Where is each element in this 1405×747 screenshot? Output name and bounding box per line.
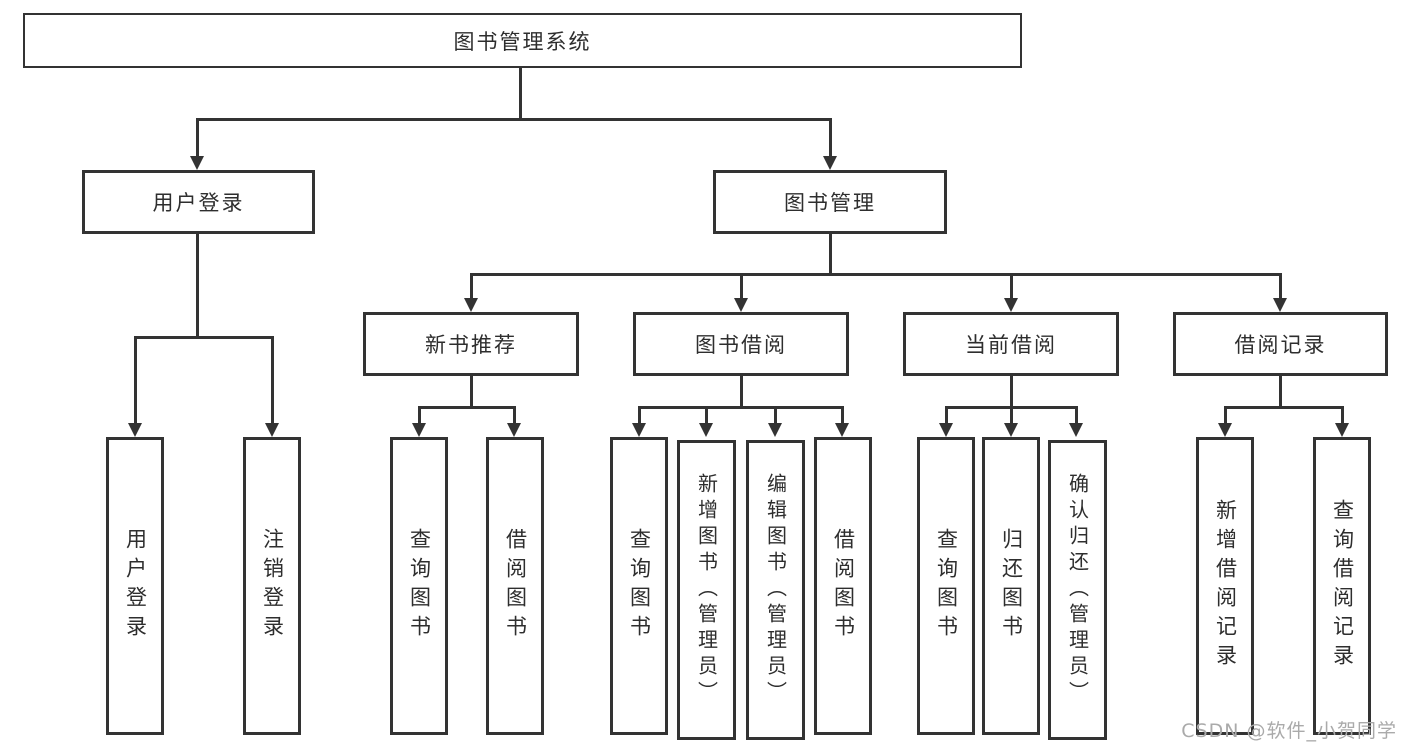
connector-line (945, 406, 948, 424)
connector-line (134, 336, 137, 424)
node-new-book-recommend: 新书推荐 (363, 312, 579, 376)
leaf-label: 用户登录 (123, 528, 148, 644)
node-current-borrow: 当前借阅 (903, 312, 1119, 376)
node-borrow-record: 借阅记录 (1173, 312, 1388, 376)
node-label: 用户登录 (152, 191, 245, 215)
leaf-confirm-return-admin: 确认归还（管理员） (1048, 440, 1107, 740)
arrowhead-down-icon (699, 423, 713, 437)
connector-line (1010, 273, 1013, 299)
leaf-add-borrow-record: 新增借阅记录 (1196, 437, 1254, 735)
connector-line (196, 118, 832, 121)
node-label: 图书管理系统 (453, 29, 592, 54)
connector-line (196, 118, 199, 157)
leaf-label: 查询图书 (407, 528, 432, 644)
arrowhead-down-icon (1004, 423, 1018, 437)
leaf-label: 注销登录 (260, 528, 285, 644)
connector-line (1224, 406, 1227, 424)
connector-line (1279, 376, 1282, 406)
arrowhead-down-icon (835, 423, 849, 437)
connector-line (470, 376, 473, 406)
connector-line (513, 406, 516, 424)
leaf-return-books: 归还图书 (982, 437, 1040, 735)
arrowhead-down-icon (412, 423, 426, 437)
node-label: 借阅记录 (1234, 333, 1327, 357)
connector-line (1010, 406, 1013, 424)
connector-line (1224, 406, 1344, 409)
arrowhead-down-icon (939, 423, 953, 437)
connector-line (1279, 273, 1282, 299)
arrowhead-down-icon (768, 423, 782, 437)
leaf-label: 借阅图书 (503, 528, 528, 644)
connector-line (705, 406, 708, 424)
connector-line (1010, 376, 1013, 406)
connector-line (1075, 406, 1078, 424)
leaf-label: 新增图书（管理员） (694, 473, 719, 707)
leaf-borrow-books: 借阅图书 (814, 437, 872, 735)
leaf-label: 新增借阅记录 (1213, 499, 1238, 673)
arrowhead-down-icon (1069, 423, 1083, 437)
arrowhead-down-icon (1004, 298, 1018, 312)
leaf-label: 归还图书 (999, 528, 1024, 644)
connector-line (740, 376, 743, 406)
connector-line (134, 336, 274, 339)
csdn-watermark: CSDN @软件_小贺同学 (1181, 720, 1397, 742)
connector-line (470, 273, 1282, 276)
connector-line (271, 336, 274, 424)
arrowhead-down-icon (464, 298, 478, 312)
node-book-management: 图书管理 (713, 170, 947, 234)
connector-line (470, 273, 473, 299)
connector-line (196, 234, 199, 336)
connector-line (740, 273, 743, 299)
connector-line (638, 406, 641, 424)
node-book-borrow: 图书借阅 (633, 312, 849, 376)
connector-line (519, 68, 522, 118)
node-label: 图书管理 (784, 191, 876, 215)
connector-line (829, 234, 832, 273)
leaf-label: 查询图书 (934, 528, 959, 644)
leaf-label: 查询图书 (627, 528, 652, 644)
arrowhead-down-icon (265, 423, 279, 437)
arrowhead-down-icon (1273, 298, 1287, 312)
connector-line (638, 406, 844, 409)
arrowhead-down-icon (734, 298, 748, 312)
leaf-borrow-books: 借阅图书 (486, 437, 544, 735)
leaf-user-login: 用户登录 (106, 437, 164, 735)
node-label: 新书推荐 (425, 333, 517, 357)
arrowhead-down-icon (1335, 423, 1349, 437)
leaf-query-books: 查询图书 (917, 437, 975, 735)
arrowhead-down-icon (190, 156, 204, 170)
connector-line (418, 406, 421, 424)
arrowhead-down-icon (632, 423, 646, 437)
connector-line (774, 406, 777, 424)
connector-line (841, 406, 844, 424)
connector-line (418, 406, 516, 409)
leaf-query-books: 查询图书 (610, 437, 668, 735)
leaf-query-borrow-record: 查询借阅记录 (1313, 437, 1371, 735)
leaf-label: 查询借阅记录 (1330, 499, 1355, 673)
leaf-add-books-admin: 新增图书（管理员） (677, 440, 736, 740)
arrowhead-down-icon (128, 423, 142, 437)
node-label: 图书借阅 (695, 333, 787, 357)
leaf-edit-books-admin: 编辑图书（管理员） (746, 440, 805, 740)
leaf-logout: 注销登录 (243, 437, 301, 735)
arrowhead-down-icon (507, 423, 521, 437)
leaf-query-books: 查询图书 (390, 437, 448, 735)
node-system-root: 图书管理系统 (23, 13, 1022, 68)
node-label: 当前借阅 (965, 333, 1057, 357)
connector-line (1341, 406, 1344, 424)
leaf-label: 借阅图书 (831, 528, 856, 644)
arrowhead-down-icon (823, 156, 837, 170)
leaf-label: 确认归还（管理员） (1065, 473, 1090, 707)
node-user-login: 用户登录 (82, 170, 315, 234)
connector-line (829, 118, 832, 157)
arrowhead-down-icon (1218, 423, 1232, 437)
leaf-label: 编辑图书（管理员） (763, 473, 788, 707)
